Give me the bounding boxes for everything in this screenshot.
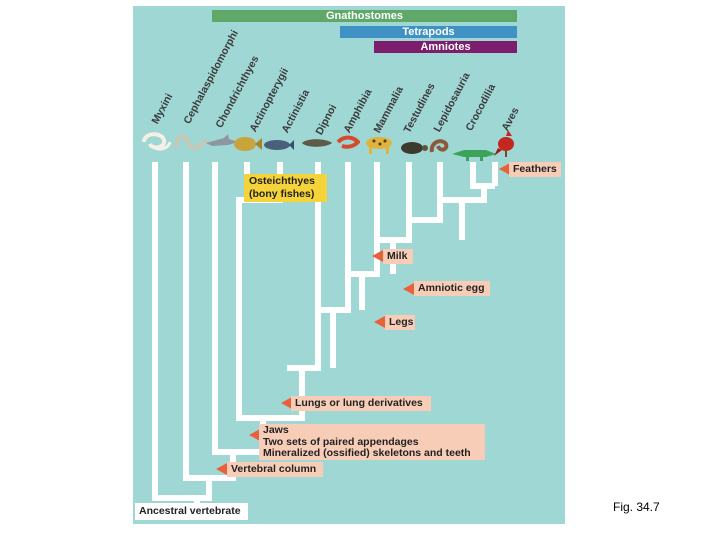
milk-label: Milk xyxy=(383,249,413,264)
gnathostomes-bar: Gnathostomes xyxy=(212,10,517,22)
amniotic-egg-label: Amniotic egg xyxy=(414,281,490,296)
branch-lepidosauria xyxy=(409,162,443,223)
jaws-arrow xyxy=(249,429,260,441)
bony-fish-icon xyxy=(234,137,262,151)
legs-label: Legs xyxy=(385,315,415,330)
feathers-arrow xyxy=(499,163,510,175)
leopard-icon xyxy=(366,137,392,154)
lizard-icon xyxy=(429,139,449,153)
branch-chondrichthyes xyxy=(212,162,227,455)
branch-dipnoi xyxy=(287,162,321,371)
cardinal-bird-icon xyxy=(494,130,514,157)
branch-crocodilia xyxy=(470,162,495,189)
hagfish-icon xyxy=(142,132,172,151)
tetrapods-bar: Tetrapods xyxy=(340,26,517,38)
branch-testudines xyxy=(377,162,412,243)
jaws-line2: Two sets of paired appendages xyxy=(263,435,419,448)
jaws-label-box: Jaws Two sets of paired appendages Miner… xyxy=(259,424,485,460)
amniotic-egg-arrow xyxy=(403,283,414,295)
crocodile-icon xyxy=(452,150,496,161)
legs-arrow xyxy=(374,316,385,328)
root-label: Ancestral vertebrate xyxy=(135,503,248,520)
amniotes-bar: Amniotes xyxy=(374,41,517,53)
osteichthyes-label: Osteichthyes (bony fishes) xyxy=(244,174,327,202)
osteichthyes-line2: (bony fishes) xyxy=(249,188,315,200)
lamprey-icon xyxy=(174,134,208,150)
stem-osteichthyes xyxy=(251,368,305,421)
milk-arrow xyxy=(372,250,383,262)
osteichthyes-line1: Osteichthyes xyxy=(249,175,315,187)
branch-myxini xyxy=(152,162,197,501)
branch-cephalaspidomorphi xyxy=(183,162,209,481)
branch-amphibia xyxy=(318,162,351,313)
jaws-line1: Jaws xyxy=(263,424,289,436)
stem-vertebrates xyxy=(209,452,236,481)
lungs-arrow xyxy=(281,397,292,409)
stem-archosaurs xyxy=(440,186,487,203)
feathers-label: Feathers xyxy=(509,162,561,177)
vertebral-column-label: Vertebral column xyxy=(227,462,323,477)
turtle-icon xyxy=(401,142,428,154)
vertebral-column-arrow xyxy=(216,463,227,475)
coelacanth-icon xyxy=(264,140,294,150)
figure-caption: Fig. 34.7 xyxy=(613,500,660,514)
jaws-line3: Mineralized (ossified) skeletons and tee… xyxy=(263,447,471,459)
stem-root xyxy=(197,478,212,501)
lungfish-icon xyxy=(302,139,332,147)
lungs-label: Lungs or lung derivatives xyxy=(291,396,431,411)
branch-mammalia xyxy=(348,162,380,277)
salamander-icon xyxy=(336,135,360,149)
shark-icon xyxy=(206,134,238,146)
